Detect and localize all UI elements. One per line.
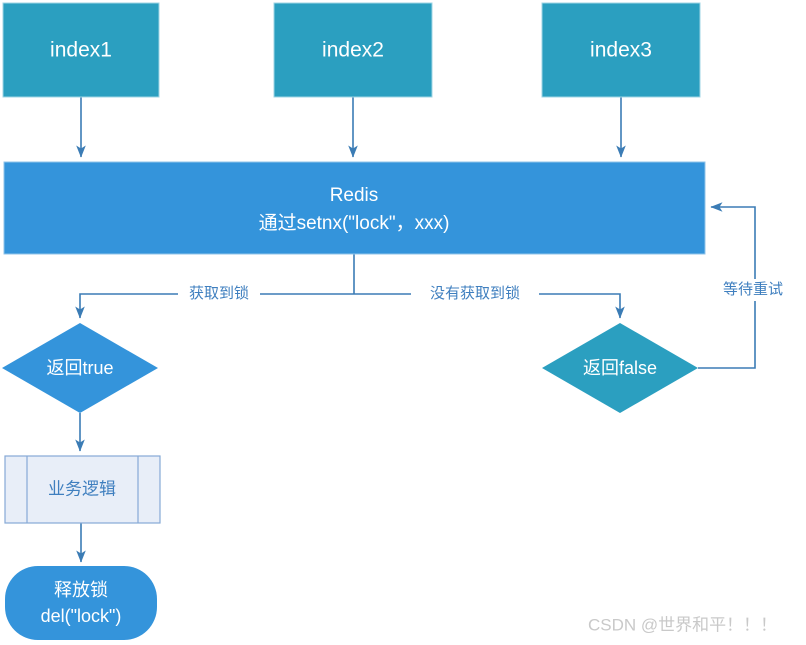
return-true-diamond[interactable]	[2, 323, 158, 413]
return-false-diamond[interactable]	[542, 323, 698, 413]
edge-label-got-lock: 获取到锁	[189, 285, 249, 302]
node-return-true[interactable]: 返回true	[2, 323, 158, 413]
no-lock-label-bg	[411, 284, 539, 304]
return-false-label: 返回false	[583, 358, 657, 378]
index2-label: index2	[322, 39, 384, 62]
node-release-lock[interactable]: 释放锁 del("lock")	[5, 566, 157, 640]
node-index3[interactable]: index3	[541, 2, 701, 98]
node-return-false[interactable]: 返回false	[542, 323, 698, 413]
csdn-watermark: CSDN @世界和平！！！	[588, 615, 777, 634]
release-lock-command-label: del("lock")	[41, 606, 122, 626]
node-index2[interactable]: index2	[273, 2, 433, 98]
business-logic-label: 业务逻辑	[48, 479, 116, 498]
redis-box[interactable]	[3, 161, 706, 255]
got-lock-label-bg	[178, 284, 260, 304]
node-index1[interactable]: index1	[2, 2, 160, 98]
release-lock-title-label: 释放锁	[54, 580, 108, 600]
index1-label: index1	[50, 39, 112, 62]
edge-redis-to-return-true	[75, 293, 354, 319]
edge-label-layer: 获取到锁 没有获取到锁 等待重试	[178, 279, 799, 304]
edge-label-no-lock: 没有获取到锁	[430, 285, 520, 302]
index2-box[interactable]	[273, 2, 433, 98]
business-logic-box[interactable]	[4, 455, 161, 524]
return-true-label: 返回true	[46, 358, 113, 378]
node-redis[interactable]: Redis 通过setnx("lock"，xxx)	[3, 161, 706, 255]
edge-label-wait-retry: 等待重试	[723, 280, 783, 298]
node-business-logic[interactable]: 业务逻辑	[4, 455, 161, 524]
wait-retry-label-bg	[707, 279, 799, 301]
release-lock-shape[interactable]	[5, 566, 157, 640]
index3-label: index3	[590, 39, 652, 62]
index1-box[interactable]	[2, 2, 160, 98]
index3-box[interactable]	[541, 2, 701, 98]
redis-title-label: Redis	[330, 185, 379, 206]
redis-command-label: 通过setnx("lock"，xxx)	[259, 212, 450, 234]
